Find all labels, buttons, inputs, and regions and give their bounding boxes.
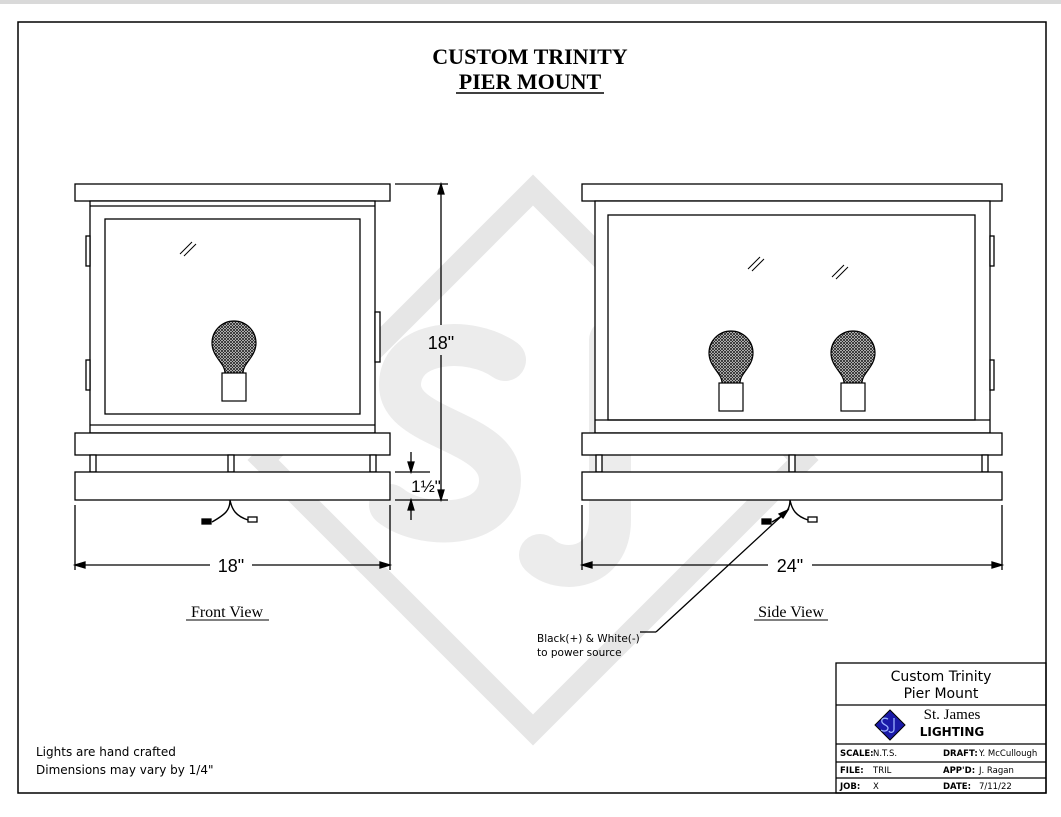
side-width-dimension: 24" [777, 556, 803, 576]
title-block [835, 662, 1047, 794]
job-label: JOB: [839, 782, 860, 792]
side-view-drawing [579, 183, 1005, 633]
note-dimensions: Dimensions may vary by 1/4" [36, 763, 213, 777]
wire-annotation-line2: to power source [537, 647, 622, 659]
company-sub: LIGHTING [920, 725, 985, 739]
draft-label: DRAFT: [943, 749, 978, 759]
front-view-drawing [72, 181, 448, 570]
title-block-name-line1: Custom Trinity [891, 669, 992, 685]
company-name: St. James [924, 707, 981, 723]
page-border [17, 21, 1047, 794]
drawing-title-line2: PIER MOUNT [459, 69, 602, 94]
scale-label: SCALE: [840, 749, 874, 759]
company-logo [874, 709, 906, 741]
file-value: TRIL [872, 766, 892, 776]
job-value: X [873, 782, 879, 792]
appd-value: J. Ragan [978, 766, 1014, 776]
draft-value: Y. McCullough [978, 749, 1037, 759]
appd-label: APP'D: [943, 766, 975, 776]
note-hand-crafted: Lights are hand crafted [36, 745, 176, 759]
front-view-label: Front View [191, 604, 264, 621]
page-edge [0, 0, 1061, 4]
drawing-title-line1: CUSTOM TRINITY [432, 44, 628, 69]
base-height-dimension: 1½" [411, 477, 441, 496]
front-height-dimension: 18" [428, 333, 454, 353]
date-label: DATE: [943, 782, 971, 792]
file-label: FILE: [840, 766, 864, 776]
date-value: 7/11/22 [979, 782, 1012, 792]
side-view-label: Side View [758, 604, 824, 621]
title-block-name-line2: Pier Mount [904, 686, 979, 702]
front-width-dimension: 18" [218, 556, 244, 576]
scale-value: N.T.S. [873, 749, 897, 759]
wire-annotation-line1: Black(+) & White(-) [537, 633, 640, 645]
